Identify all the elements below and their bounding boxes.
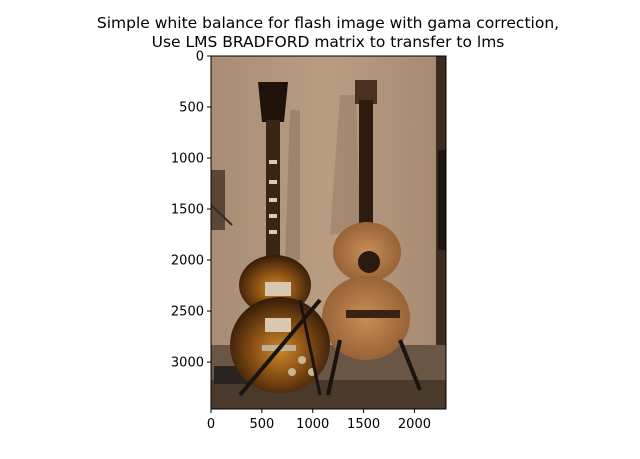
x-tick-label: 0: [207, 417, 215, 432]
axes-frame: [210, 55, 447, 410]
x-tick-label: 1000: [296, 417, 329, 432]
y-tick-label: 2000: [171, 254, 204, 269]
y-tick-label: 1500: [171, 203, 204, 218]
x-tick-label: 500: [249, 417, 274, 432]
y-axis: 0 500 1000 1500 2000 2500 3000: [171, 50, 211, 371]
chart-title-line-2: Use LMS BRADFORD matrix to transfer to l…: [151, 33, 505, 51]
y-tick-label: 2500: [171, 305, 204, 320]
x-tick-label: 2000: [398, 417, 431, 432]
photo-image: [211, 56, 446, 409]
chart-title: Simple white balance for flash image wit…: [0, 14, 640, 52]
y-tick-label: 0: [196, 50, 204, 65]
y-tick-label: 500: [179, 101, 204, 116]
y-tick-label: 1000: [171, 152, 204, 167]
chart-title-line-1: Simple white balance for flash image wit…: [96, 14, 560, 32]
x-axis: 0 500 1000 1500 2000: [207, 409, 431, 432]
y-tick-label: 3000: [171, 356, 204, 371]
x-tick-label: 1500: [347, 417, 380, 432]
